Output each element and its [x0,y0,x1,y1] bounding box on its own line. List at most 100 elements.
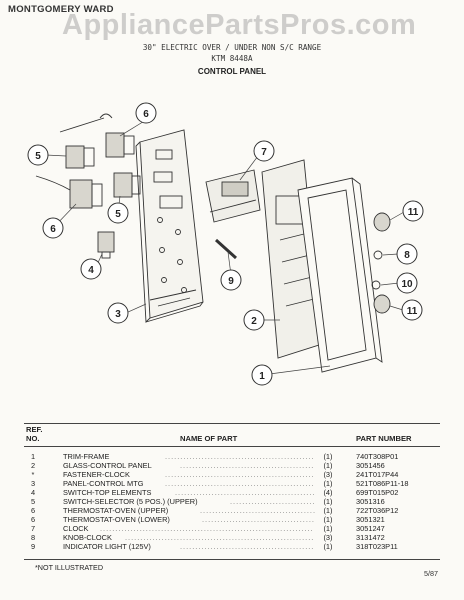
watermark-text: AppliancePartsPros.com [62,9,417,41]
callout-9: 9 [220,269,242,291]
part-qty: (1) [323,479,333,488]
part-number: 521T086P11-18 [356,479,409,488]
table-row: 4 SWITCH-TOP ELEMENTS ..................… [0,488,464,497]
part-qty: (3) [323,533,333,542]
control-mounting-panel [135,129,204,324]
svg-text:5: 5 [115,209,121,220]
part-number: 3051247 [356,524,385,533]
part-number: 722T036P12 [356,506,399,515]
table-row: * FASTENER-CLOCK .......................… [0,470,464,479]
top-element-switch [97,231,115,259]
part-name: KNOB-CLOCK [63,533,112,542]
svg-text:6: 6 [143,109,149,120]
part-number: 3051321 [356,515,385,524]
clock-part [205,169,261,223]
part-number: 318T023P11 [356,542,398,551]
part-number: 3131472 [356,533,385,542]
table-header-rule [24,446,440,447]
part-number: 3051456 [356,461,385,470]
part-qty: (3) [323,470,333,479]
callout-5-lower: 5 [107,202,129,224]
part-name: TRIM-FRAME [63,452,110,461]
ref-number: 6 [30,515,36,524]
svg-text:4: 4 [88,265,94,276]
table-bottom-rule [24,559,440,560]
svg-text:10: 10 [401,279,413,290]
ref-number: 9 [30,542,36,551]
part-name: SWITCH-SELECTOR (5 POS.) (UPPER) [63,497,198,506]
callout-5-upper: 5 [27,144,49,166]
part-name: THERMOSTAT-OVEN (UPPER) [63,506,169,515]
section-title: CONTROL PANEL [197,67,267,76]
part-name: CLOCK [63,524,89,533]
part-number: 740T308P01 [356,452,399,461]
svg-text:3: 3 [115,309,121,320]
svg-text:11: 11 [408,207,419,218]
callout-11-upper: 11 [402,200,424,222]
table-row: 7 CLOCK ................................… [0,524,464,533]
svg-text:5: 5 [35,151,41,162]
ref-number: 3 [30,479,36,488]
svg-text:8: 8 [404,250,410,261]
col-part-header: PART NUMBER [356,434,412,443]
indicator-light [214,238,238,260]
table-row: 6 THERMOSTAT-OVEN (UPPER) ..............… [0,506,464,515]
table-row: 2 GLASS-CONTROL PANEL ..................… [0,461,464,470]
part-number: 3051316 [356,497,385,506]
callout-6-upper: 6 [135,102,157,124]
part-qty: (1) [323,524,333,533]
ref-number: 4 [30,488,36,497]
callout-2: 2 [243,309,265,331]
svg-text:2: 2 [251,316,257,327]
part-name: PANEL-CONTROL MTG [63,479,144,488]
part-name: THERMOSTAT-OVEN (LOWER) [63,515,170,524]
ref-number: 7 [30,524,36,533]
brand-name: MONTGOMERY WARD [8,4,114,15]
part-qty: (1) [323,515,333,524]
ref-number: * [31,470,35,479]
part-qty: (4) [323,488,333,497]
footnote: *NOT ILLUSTRATED [35,563,104,572]
ref-number: 2 [30,461,36,470]
callout-3: 3 [107,302,129,324]
part-qty: (1) [323,452,333,461]
callout-4: 4 [80,258,102,280]
part-number: 699T015P02 [356,488,399,497]
trim-frame [297,177,383,373]
part-number: 241T017P44 [356,470,399,479]
callout-leaders [45,119,405,376]
model-title: 30" ELECTRIC OVER / UNDER NON S/C RANGE [142,43,322,52]
part-name: SWITCH-TOP ELEMENTS [63,488,152,497]
col-ref-header-line2: NO. [26,434,40,443]
part-qty: (1) [323,506,333,515]
callout-10: 10 [396,272,418,294]
ref-number: 8 [30,533,36,542]
upper-switch-group [59,113,135,169]
col-name-header: NAME OF PART [180,434,238,443]
table-row: 6 THERMOSTAT-OVEN (LOWER) ..............… [0,515,464,524]
svg-text:7: 7 [261,147,267,158]
ref-number: 6 [30,506,36,515]
part-name: FASTENER-CLOCK [63,470,130,479]
svg-text:11: 11 [407,306,418,317]
table-row: 5 SWITCH-SELECTOR (5 POS.) (UPPER) .....… [0,497,464,506]
svg-text:9: 9 [228,276,234,287]
exploded-diagram: 6 5 5 6 4 3 7 9 2 1 11 8 10 11 [27,102,424,386]
table-row: 3 PANEL-CONTROL MTG ....................… [0,479,464,488]
col-ref-header-line1: REF. [26,425,43,434]
ref-number: 5 [30,497,36,506]
svg-text:1: 1 [259,371,265,382]
callout-7: 7 [253,140,275,162]
revision-date: 5/87 [424,569,438,578]
ref-number: 1 [30,452,36,461]
lower-switch-group [35,172,141,209]
model-number: KTM 8448A [211,54,253,63]
svg-text:6: 6 [50,224,56,235]
part-name: INDICATOR LIGHT (125V) [63,542,151,551]
knob-parts [371,212,391,314]
callout-6-lower: 6 [42,217,64,239]
callout-11-lower: 11 [401,299,423,321]
part-qty: (1) [323,497,333,506]
table-top-rule [24,423,440,424]
